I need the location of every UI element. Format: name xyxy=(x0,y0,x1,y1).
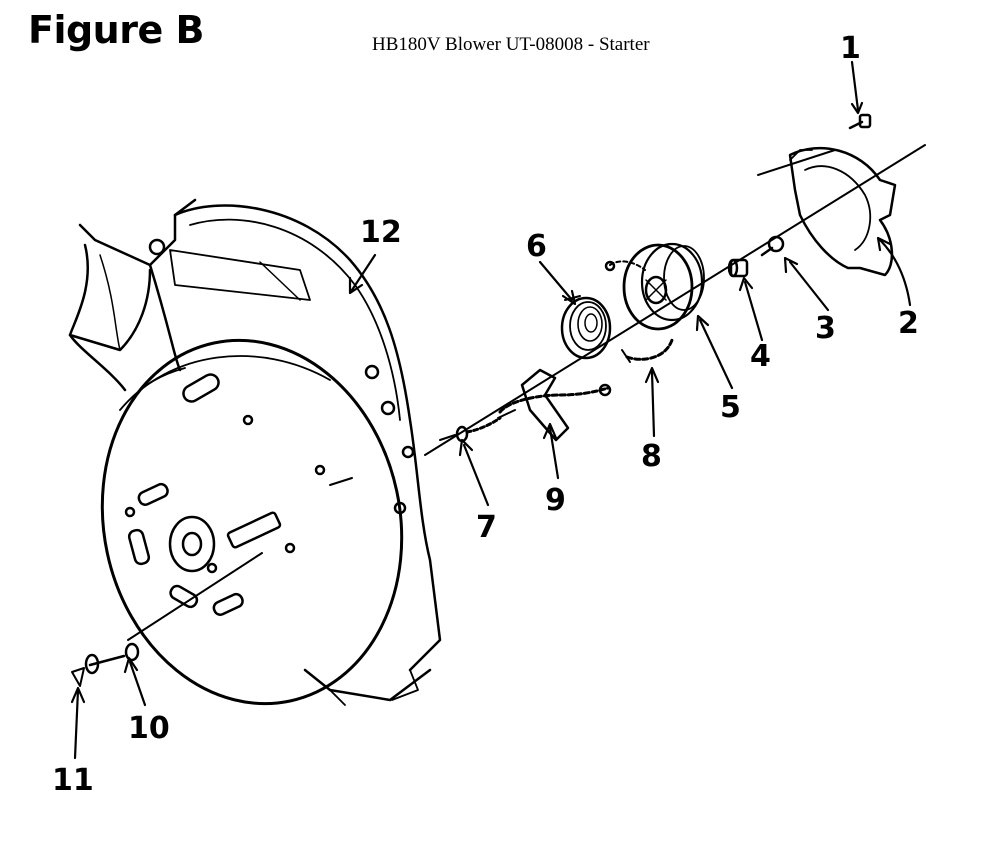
recoil-spring-part-6 xyxy=(560,295,612,360)
bolt-part-11 xyxy=(71,653,126,687)
callout-5: 5 xyxy=(720,390,741,425)
callout-6: 6 xyxy=(526,229,547,264)
bolt-part-3 xyxy=(760,235,785,257)
callout-2: 2 xyxy=(898,306,919,341)
callout-3: 3 xyxy=(815,311,836,346)
rope-part-8 xyxy=(621,338,674,363)
figure-label: Figure B xyxy=(28,8,204,52)
callout-10: 10 xyxy=(128,711,170,746)
collar-part-4 xyxy=(727,258,749,278)
callout-9: 9 xyxy=(545,483,566,518)
rope-guide-part-7 xyxy=(439,416,502,443)
assembly-axis-line xyxy=(424,144,926,456)
washer-part-10 xyxy=(124,642,140,662)
callout-8: 8 xyxy=(641,439,662,474)
starter-handle-part-9 xyxy=(497,368,612,442)
callout-11: 11 xyxy=(52,763,94,798)
callout-7: 7 xyxy=(476,510,497,545)
screw-part-1 xyxy=(848,113,872,130)
leader-lines xyxy=(70,60,912,760)
callout-numbers: 1 2 3 4 5 6 7 8 9 10 11 12 xyxy=(52,31,919,798)
callout-12: 12 xyxy=(360,215,402,250)
starter-pulley-part-5 xyxy=(604,242,705,331)
callout-1: 1 xyxy=(840,31,861,66)
starter-case-plate xyxy=(788,146,897,277)
callout-4: 4 xyxy=(750,339,771,374)
diagram-title: HB180V Blower UT-08008 - Starter xyxy=(372,34,650,55)
